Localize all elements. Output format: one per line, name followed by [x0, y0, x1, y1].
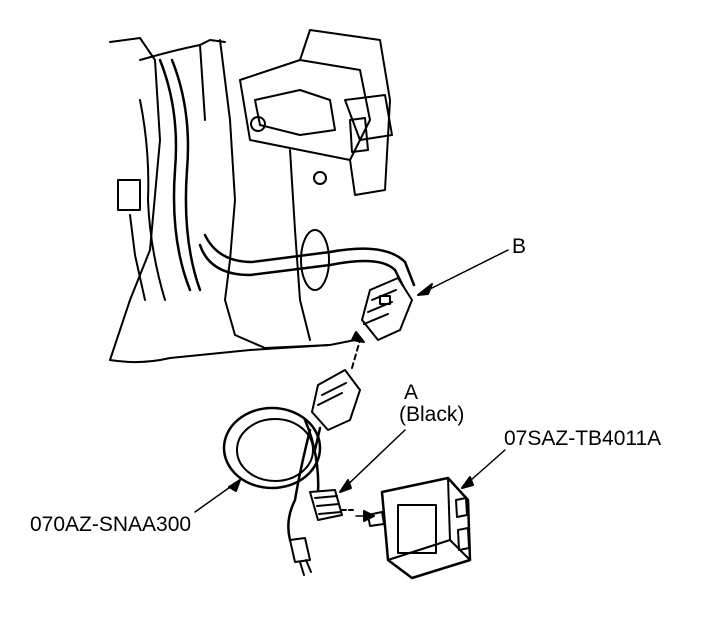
test-harness-connector — [311, 369, 361, 452]
label-a-color: (Black) — [399, 403, 465, 426]
callout-line-b — [417, 249, 509, 296]
connector-a — [309, 489, 357, 521]
connector-b — [361, 277, 413, 341]
harness-to-connector-b — [198, 233, 416, 292]
vehicle-body-structure — [109, 29, 393, 364]
arrowhead-a-to-adapter — [363, 510, 375, 522]
label-a: A — [404, 381, 419, 404]
engagement-arrow — [351, 339, 361, 369]
callout-arrowhead-b — [417, 283, 433, 296]
callout-arrowhead-adapter — [461, 476, 474, 489]
label-b: B — [512, 235, 527, 258]
adapter-box — [367, 476, 472, 580]
callout-arrowhead-harness — [228, 479, 241, 492]
vehicle-harness-bundle — [117, 58, 202, 301]
label-part-adapter: 07SAZ-TB4011A — [504, 427, 662, 450]
label-part-harness: 070AZ-SNAA300 — [30, 513, 192, 536]
end-plug — [289, 537, 312, 576]
engagement-arrowhead — [351, 331, 365, 343]
callout-arrowhead-a — [339, 479, 352, 493]
test-harness-coil — [222, 406, 322, 542]
callout-line-a — [339, 429, 406, 493]
